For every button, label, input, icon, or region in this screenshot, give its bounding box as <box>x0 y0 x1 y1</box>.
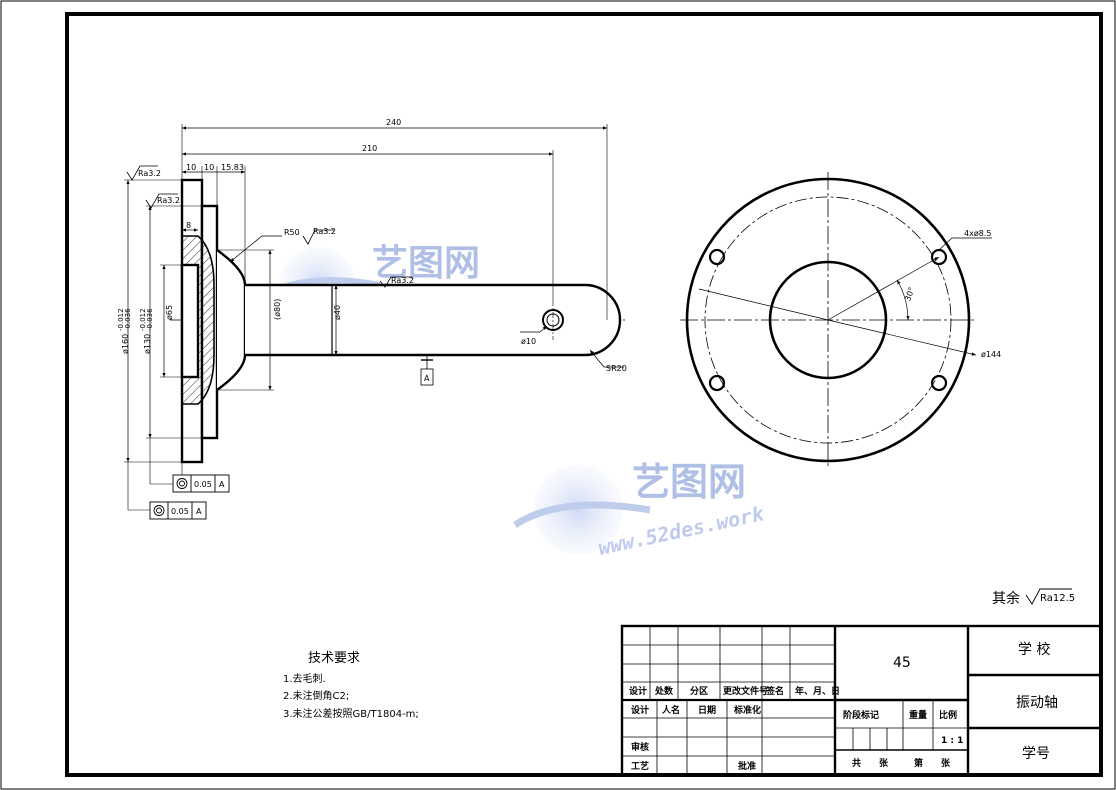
fcf-2-value: 0.05 <box>171 507 189 516</box>
tb-count: 处数 <box>654 685 674 697</box>
dim-phi160-tol-low: -0.036 <box>124 308 132 331</box>
dim-phi40: ø40 <box>333 305 342 320</box>
dim-240: 240 <box>386 118 401 127</box>
tb-scale: 1 : 1 <box>941 736 963 746</box>
bolt-hole-4 <box>930 374 948 392</box>
dim-phi160-tol-up: -0.012 <box>117 308 125 331</box>
student-no: 学号 <box>1022 746 1050 762</box>
tb-review: 审核 <box>631 741 649 753</box>
tech-req-3: 3.未注公差按照GB/T1804-m; <box>283 707 419 720</box>
tb-person: 人名 <box>661 704 680 716</box>
bore-recess <box>180 263 200 379</box>
surface-ra-top: Ra3.2 <box>138 169 161 178</box>
datum-a-label: A <box>424 374 430 383</box>
watermark-bottom: 艺图网 www.52des.work <box>513 460 767 560</box>
front-view <box>680 172 992 468</box>
tb-process: 工艺 <box>631 760 649 772</box>
tb-sheet-no: 第 <box>914 757 923 769</box>
tb-stage: 阶段标记 <box>843 709 879 721</box>
inner-frame <box>65 12 1103 777</box>
dim-phi10: ø10 <box>521 337 536 346</box>
tb-date: 年、月、日 <box>795 685 840 697</box>
tb-approve: 批准 <box>738 760 756 772</box>
shaft-body <box>245 283 622 357</box>
bolt-hole-3 <box>708 374 726 392</box>
dim-holes: 4xø8.5 <box>964 229 991 238</box>
tb-ratio: 比例 <box>939 709 957 721</box>
datum-a-box <box>420 368 434 386</box>
dim-15-83: 15.83 <box>221 163 244 172</box>
school: 学 校 <box>1018 641 1050 658</box>
tb-dateb: 日期 <box>698 704 716 716</box>
watermark-cn-bottom: 艺图网 <box>632 460 746 504</box>
dim-8: 8 <box>186 221 191 230</box>
dim-r50: R50 <box>284 228 300 237</box>
tb-sheets: 张 <box>879 757 889 769</box>
part-name: 振动轴 <box>1016 695 1058 711</box>
tb-weight: 重量 <box>909 709 927 721</box>
title-block <box>620 624 1103 777</box>
bolt-hole-1 <box>708 248 726 266</box>
dim-phi160: ø160 <box>121 334 130 354</box>
dim-angle: 30° <box>903 286 916 302</box>
tech-req-2: 2.未注倒角C2; <box>283 689 349 702</box>
dim-10a: 10 <box>186 163 196 172</box>
dim-210: 210 <box>362 144 377 153</box>
dim-phi65: ø65 <box>165 305 174 320</box>
surface-ra-r50: Ra3.2 <box>313 227 336 236</box>
side-view <box>124 124 625 520</box>
tb-total: 共 <box>852 757 861 769</box>
dim-10b: 10 <box>204 163 214 172</box>
dim-sr20: SR20 <box>606 364 627 373</box>
tb-design: 设计 <box>631 704 649 716</box>
tb-zone: 分区 <box>690 685 708 697</box>
tb-doc: 更改文件号 <box>723 685 768 697</box>
fcf-1-datum: A <box>219 480 225 489</box>
fcf-1-value: 0.05 <box>194 480 212 489</box>
dim-phi144: ø144 <box>981 350 1001 359</box>
tb-sign: 签名 <box>765 685 784 697</box>
dim-phi130: ø130 <box>143 334 152 354</box>
surface-note-label: 其余 <box>992 590 1020 607</box>
fcf-2-datum: A <box>196 507 202 516</box>
surface-ra-shaft: Ra3.2 <box>391 276 414 285</box>
tb-standard: 标准化 <box>733 704 761 716</box>
tech-req-1: 1.去毛刺. <box>283 673 326 685</box>
hub-fillet <box>216 249 247 391</box>
watermark-cn-top: 艺图网 <box>372 243 480 284</box>
dim-phi130-tol-up: -0.012 <box>139 308 147 331</box>
surface-ra-second: Ra3.2 <box>157 196 180 205</box>
tb-mark: 设计 <box>629 685 647 697</box>
dim-phi80: (ø80) <box>273 299 282 320</box>
dim-phi130-tol-low: -0.036 <box>146 308 154 331</box>
tech-req-title: 技术要求 <box>308 651 360 666</box>
tb-sheet: 张 <box>941 757 951 769</box>
surface-note-value: Ra12.5 <box>1040 593 1075 604</box>
material: 45 <box>893 655 911 671</box>
